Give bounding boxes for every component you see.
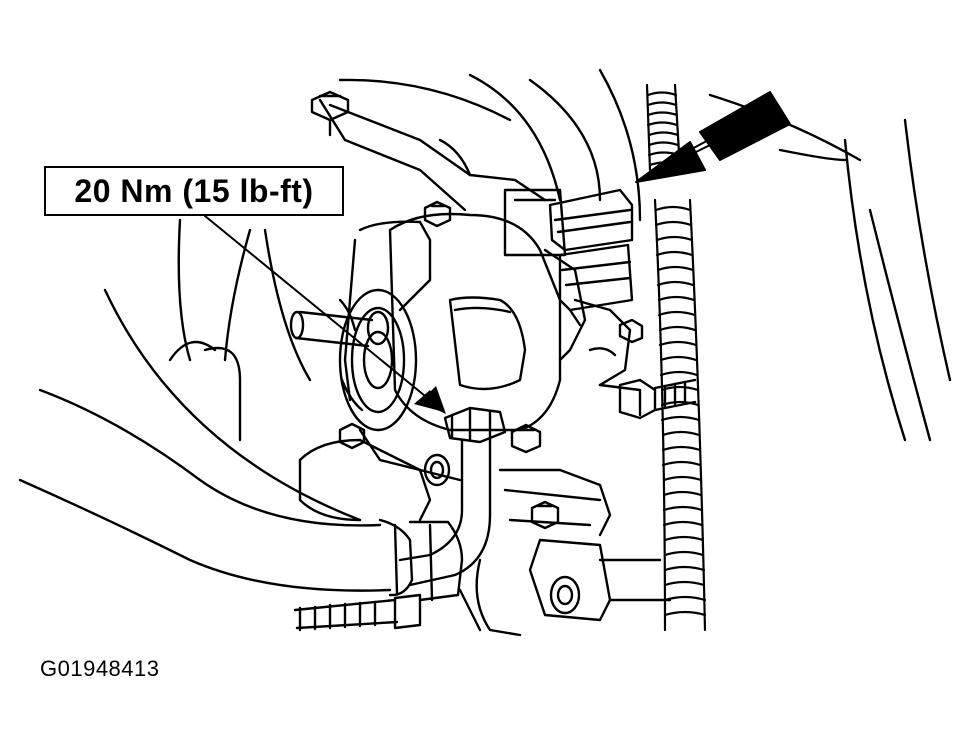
torque-spec-callout: 20 Nm (15 lb-ft)	[44, 166, 344, 216]
torque-arrow-icon	[414, 386, 446, 414]
pump-shaft	[289, 310, 374, 348]
lower-stud-bolts	[293, 593, 422, 632]
torque-leader-line	[204, 215, 431, 401]
bracket-bolt-top	[310, 90, 350, 137]
housing-bolts	[338, 200, 644, 530]
return-hose	[18, 388, 464, 602]
corrugated-wiring-harness	[645, 83, 707, 632]
hose-connector	[548, 188, 634, 327]
pump-lower-body	[298, 428, 672, 637]
figure-code-label: G01948413	[40, 656, 160, 681]
connector-pointer-arrow-icon	[635, 91, 791, 183]
torque-spec-text: 20 Nm (15 lb-ft)	[74, 172, 314, 209]
pump-pulley	[338, 288, 418, 432]
right-stud-bolt	[618, 378, 697, 420]
pressure-hose	[398, 438, 492, 587]
pressure-line-fitting	[443, 406, 507, 444]
